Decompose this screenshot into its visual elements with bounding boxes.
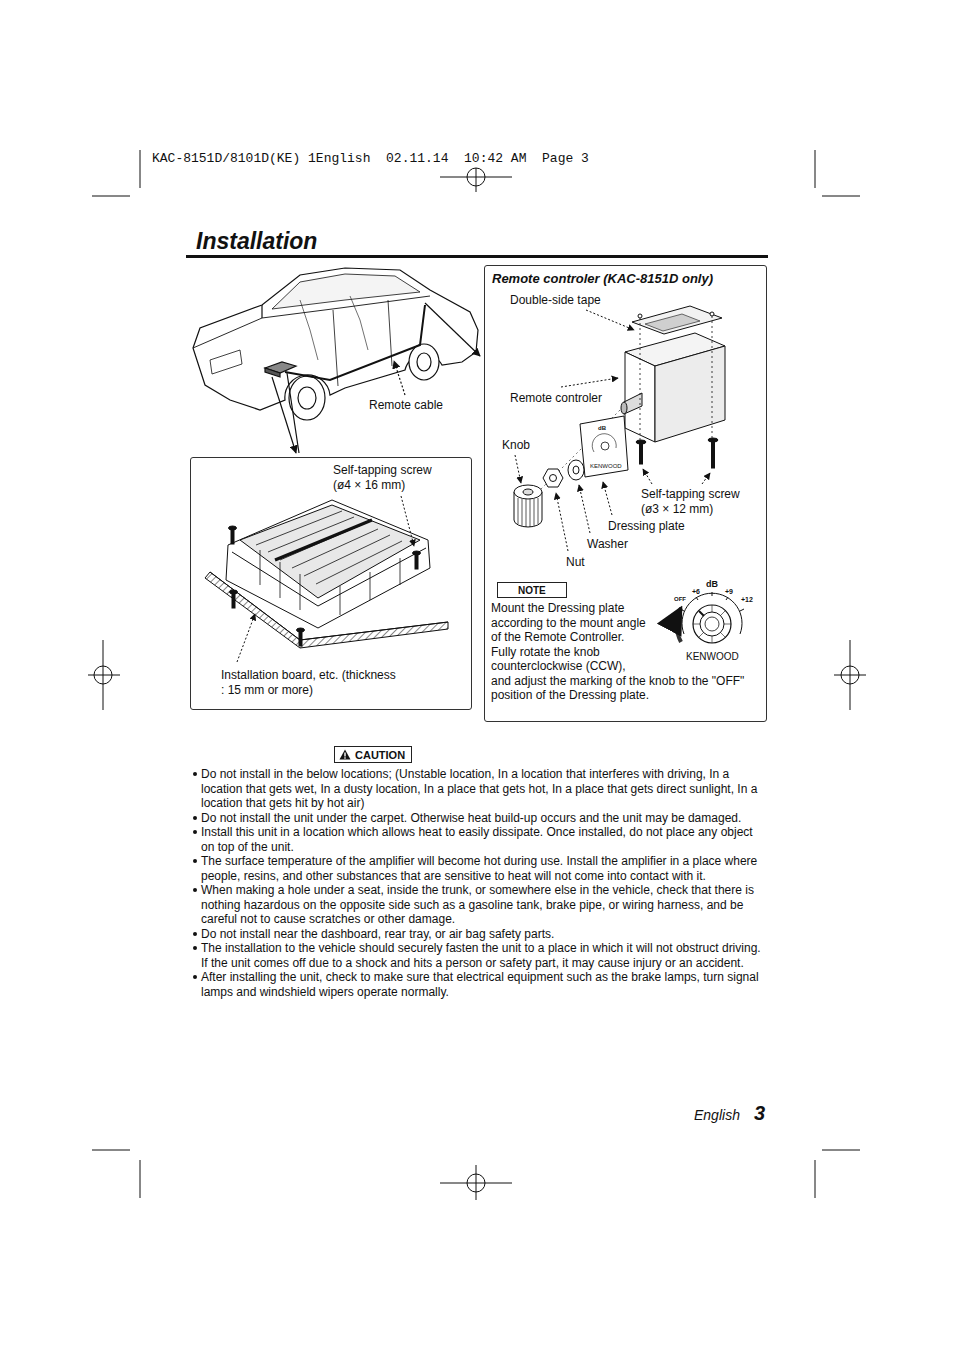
part-label: Double-side tape xyxy=(510,293,601,308)
bullet-row: The surface temperature of the amplifier… xyxy=(193,854,761,883)
part-label: Remote controler xyxy=(510,391,602,406)
page-title: Installation xyxy=(196,227,317,255)
bullet-dot xyxy=(193,946,197,950)
part-label: Washer xyxy=(587,537,628,552)
part-label: Nut xyxy=(566,555,585,570)
bullet-row: The installation to the vehicle should s… xyxy=(193,941,761,970)
note-text: Mount the Dressing plate according to th… xyxy=(491,601,763,645)
part-label: Knob xyxy=(502,438,530,453)
plate-brand: KENWOOD xyxy=(590,463,622,470)
caution-item: The surface temperature of the amplifier… xyxy=(201,854,761,883)
note-word: NOTE xyxy=(518,584,546,597)
bullet-row: Do not install in the below locations; (… xyxy=(193,767,761,811)
note-tag: NOTE xyxy=(497,582,567,598)
caution-word: CAUTION xyxy=(355,748,405,762)
bullet-dot xyxy=(193,859,197,863)
warning-icon xyxy=(339,749,351,760)
bullet-dot xyxy=(193,888,197,892)
dial-mark: +6 xyxy=(692,588,700,596)
warning-triangle xyxy=(340,750,351,760)
bullet-row: Install this unit in a location which al… xyxy=(193,825,761,854)
caution-item: Do not install in the below locations; (… xyxy=(201,767,761,811)
caution-item: Install this unit in a location which al… xyxy=(201,825,761,854)
bullet-row: When making a hole under a seat, inside … xyxy=(193,883,761,927)
warning-mark xyxy=(344,753,345,757)
title-rule xyxy=(186,255,768,258)
bullet-dot xyxy=(193,975,197,979)
caution-item: Do not install the unit under the carpet… xyxy=(201,811,761,826)
dial-drawing xyxy=(677,592,744,643)
bullet-dot xyxy=(193,830,197,834)
plate-mark: dB xyxy=(598,425,606,432)
page-header: KAC-8151D/8101D(KE) 1English 02.11.14 10… xyxy=(152,151,589,166)
bullet-dot xyxy=(193,816,197,820)
bullet-row: Do not install the unit under the carpet… xyxy=(193,811,761,826)
bullet-dot xyxy=(193,932,197,936)
dial-mark: dB xyxy=(706,579,718,589)
bullet-row: After installing the unit, check to make… xyxy=(193,970,761,999)
part-label: Self-tapping screw (ø4 × 16 mm) xyxy=(333,463,451,492)
part-label: Installation board, etc. (thickness : 15… xyxy=(221,668,396,697)
caution-item: Do not install near the dashboard, rear … xyxy=(201,927,761,942)
amplifier-drawing xyxy=(205,496,448,662)
part-label: Remote cable xyxy=(368,398,444,413)
car-drawing xyxy=(193,268,480,453)
caution-item: When making a hole under a seat, inside … xyxy=(201,883,761,927)
part-label: Dressing plate xyxy=(608,519,685,534)
page-number: 3 xyxy=(754,1102,765,1124)
caution-item: After installing the unit, check to make… xyxy=(201,970,761,999)
caution-list: Do not install in the below locations; (… xyxy=(193,767,761,999)
warning-mark xyxy=(344,757,345,758)
caution-tag: CAUTION xyxy=(334,746,412,763)
part-label: Self-tapping screw (ø3 × 12 mm) xyxy=(641,487,753,516)
bullet-row: Do not install near the dashboard, rear … xyxy=(193,927,761,942)
page-language: English xyxy=(694,1107,740,1124)
dial-mark: OFF xyxy=(674,596,686,603)
crop-marks xyxy=(88,150,866,1200)
dial-mark: +9 xyxy=(725,588,733,596)
bullet-dot xyxy=(193,772,197,776)
dial-mark: +12 xyxy=(741,596,753,604)
dial-brand: KENWOOD xyxy=(686,651,739,662)
install-panel: Self-tapping screw (ø4 × 16 mm) Installat… xyxy=(190,457,472,710)
panel-heading: Remote controler (KAC-8151D only) xyxy=(492,271,713,287)
caution-item: The installation to the vehicle should s… xyxy=(201,941,761,970)
